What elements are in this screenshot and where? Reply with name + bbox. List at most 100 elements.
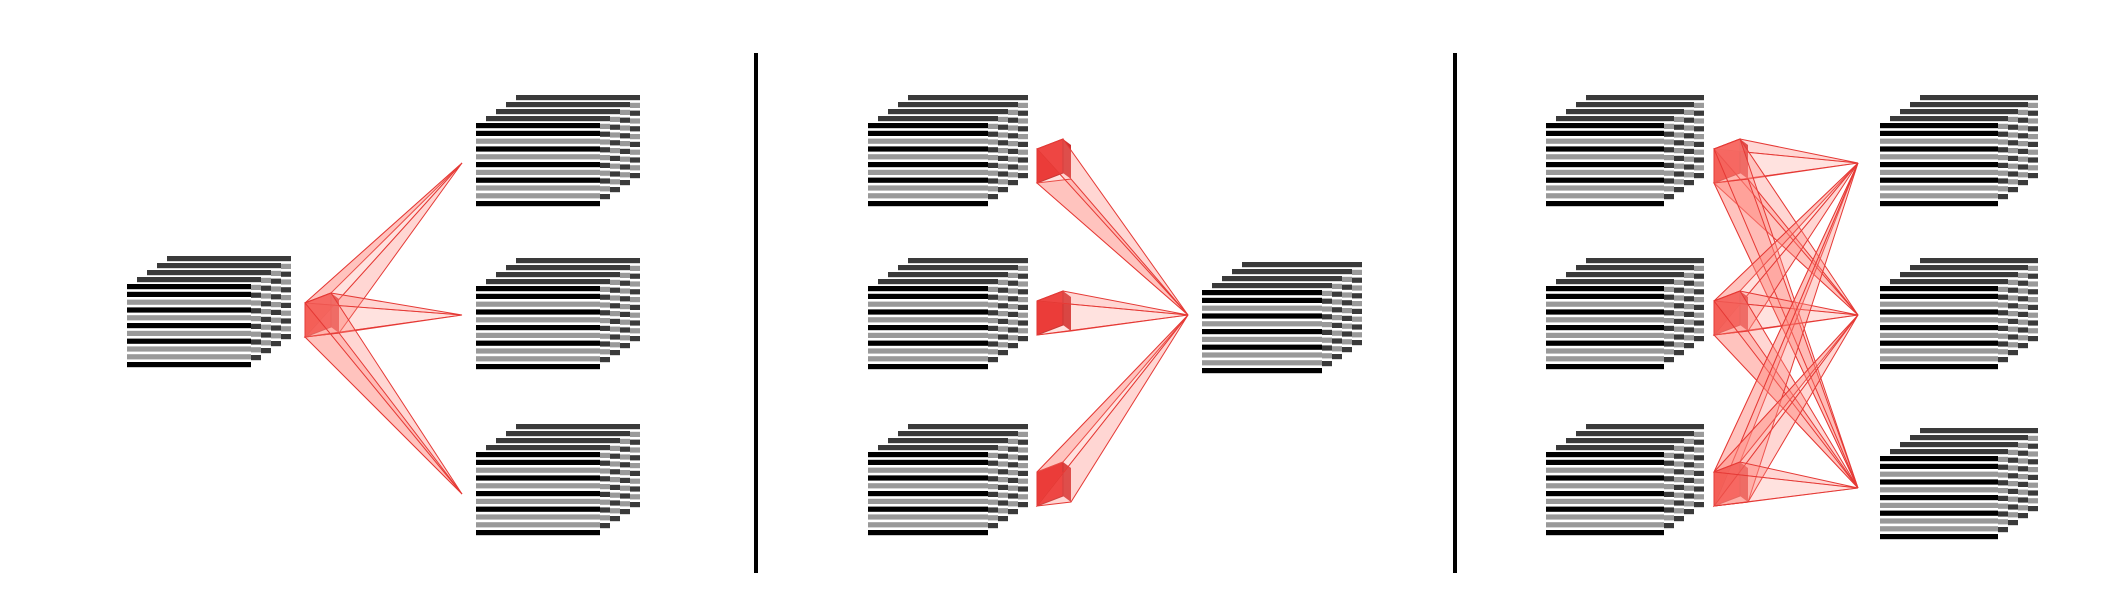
feature-bar (1880, 185, 1998, 191)
feature-bar (868, 162, 988, 168)
feature-bar (1566, 438, 1684, 444)
feature-map-sheet (1880, 286, 1998, 370)
feature-bar (1546, 162, 1664, 168)
feature-bar (868, 123, 988, 129)
feature-bar (476, 325, 600, 331)
feature-map-stack-icon (1880, 428, 2038, 540)
feature-bar (1910, 265, 2028, 271)
feature-bar (1546, 286, 1664, 292)
feature-bar (127, 291, 251, 297)
feature-bar (1202, 329, 1322, 335)
feature-bar (476, 123, 600, 129)
feature-map-stack-icon (127, 256, 291, 368)
feature-bar (1880, 177, 1998, 183)
feature-bar (1920, 258, 2038, 264)
feature-bar (1880, 146, 1998, 152)
feature-bar (1546, 123, 1664, 129)
feature-bar (868, 459, 988, 465)
feature-bar (496, 438, 620, 444)
feature-map-stack-icon (1546, 95, 1704, 207)
feature-bar (1880, 479, 1998, 485)
feature-bar (1546, 177, 1664, 183)
feature-bar (1880, 286, 1998, 292)
feature-bar (868, 348, 988, 354)
feature-bar (1546, 201, 1664, 207)
feature-bar (127, 299, 251, 305)
feature-bar (476, 286, 600, 292)
feature-bar (1222, 276, 1342, 282)
feature-bar (868, 506, 988, 512)
feature-bar (127, 315, 251, 321)
feature-bar (476, 364, 600, 370)
feature-bar (1546, 514, 1664, 520)
feature-bar (1900, 442, 2018, 448)
feature-bar (868, 317, 988, 323)
feature-bar (476, 130, 600, 136)
feature-bar (476, 498, 600, 504)
feature-bar (888, 272, 1008, 278)
feature-bar (1546, 475, 1664, 481)
feature-bar (1880, 309, 1998, 315)
feature-bar (1920, 95, 2038, 101)
receptive-field-fan-icon (1713, 162, 1859, 507)
fan-face (1036, 147, 1189, 316)
feature-bar (1546, 169, 1664, 175)
receptive-field-fan-icon (1712, 314, 1859, 508)
feature-bar (476, 201, 600, 207)
feature-bar (1546, 452, 1664, 458)
feature-bar (476, 293, 600, 299)
feature-bar (868, 286, 988, 292)
receptive-field-fan-icon (1712, 290, 1859, 489)
feature-bar (127, 362, 251, 368)
kernel-side-face (1740, 139, 1748, 179)
receptive-field-fan-icon (1035, 138, 1189, 316)
feature-bar (1546, 491, 1664, 497)
feature-bar (1546, 522, 1664, 528)
feature-bar (1546, 130, 1664, 136)
feature-map-stack-icon (1202, 262, 1362, 374)
feature-bar (1910, 102, 2028, 108)
feature-bar (1890, 116, 2008, 122)
feature-bar (868, 364, 988, 370)
feature-bar (1880, 510, 1998, 516)
feature-bar (476, 162, 600, 168)
feature-bar (476, 522, 600, 528)
feature-bar (157, 263, 281, 269)
feature-bar (1566, 272, 1684, 278)
receptive-field-fan-icon (1036, 290, 1189, 336)
feature-bar (1546, 185, 1664, 191)
feature-bar (868, 325, 988, 331)
feature-bar (1546, 332, 1664, 338)
feature-map-sheet (1202, 290, 1322, 374)
feature-bar (1586, 258, 1704, 264)
feature-bar (1880, 487, 1998, 493)
feature-bar (1202, 336, 1322, 342)
feature-bar (868, 201, 988, 207)
feature-bar (476, 348, 600, 354)
feature-bar (476, 491, 600, 497)
feature-map-stack-icon (1880, 258, 2038, 370)
feature-map-stack-icon (476, 258, 640, 370)
feature-bar (1576, 265, 1694, 271)
receptive-field-fan-icon (303, 162, 463, 339)
feature-bar (1202, 290, 1322, 296)
feature-bar (1212, 283, 1332, 289)
feature-bar (127, 307, 251, 313)
receptive-field-fan-icon (1712, 162, 1859, 337)
feature-bar (476, 193, 600, 199)
feature-bar (1546, 498, 1664, 504)
feature-bar (868, 301, 988, 307)
feature-bar (1880, 130, 1998, 136)
feature-bar (1586, 424, 1704, 430)
feature-bar (888, 438, 1008, 444)
feature-bar (868, 146, 988, 152)
feature-bar (908, 424, 1028, 430)
feature-map-sheet (476, 123, 600, 207)
feature-bar (1880, 325, 1998, 331)
feature-bar (506, 265, 630, 271)
panel-dividers (754, 53, 1457, 573)
feature-bar (1546, 364, 1664, 370)
feature-bar (868, 491, 988, 497)
feature-bar (127, 338, 251, 344)
feature-bar (476, 356, 600, 362)
